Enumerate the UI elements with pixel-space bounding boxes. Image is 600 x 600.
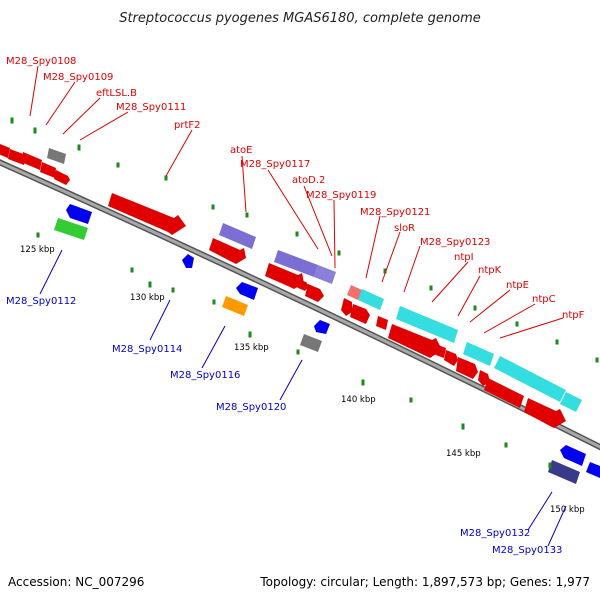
gene-M28_Spy0123[interactable] <box>396 306 458 343</box>
label-M28_Spy0123[interactable]: M28_Spy0123 <box>420 237 490 248</box>
gene-arrow[interactable] <box>182 254 194 268</box>
map-title: Streptococcus pyogenes MGAS6180, complet… <box>119 11 481 26</box>
gene-arrow[interactable] <box>314 320 330 334</box>
scale-label-150: 150 kbp <box>550 505 585 515</box>
gene-M28_Spy0112[interactable] <box>54 218 88 240</box>
label-sloR[interactable]: sloR <box>394 223 415 234</box>
gene-arrow[interactable] <box>428 342 446 358</box>
gene-ntpI[interactable] <box>463 342 494 366</box>
scale-ticks <box>10 117 599 469</box>
label-M28_Spy0109[interactable]: M28_Spy0109 <box>43 72 113 83</box>
gene-arrow[interactable] <box>21 152 42 170</box>
gene-atoD.2[interactable] <box>314 265 336 284</box>
label-ntpC[interactable]: ntpC <box>532 294 556 305</box>
gene-M28_Spy0133[interactable] <box>586 462 600 478</box>
gene-prtF2[interactable] <box>108 193 186 235</box>
label-prtF2[interactable]: prtF2 <box>174 120 201 131</box>
label-ntpF[interactable]: ntpF <box>562 310 585 321</box>
gene-arrow[interactable] <box>305 284 324 302</box>
label-M28_Spy0116[interactable]: M28_Spy0116 <box>170 370 240 381</box>
forward-label-leaders <box>29 65 564 339</box>
gene-arrow[interactable] <box>54 170 70 185</box>
scale-label-140: 140 kbp <box>341 395 376 405</box>
label-M28_Spy0112[interactable]: M28_Spy0112 <box>6 296 76 307</box>
forward-strand-features <box>0 144 582 428</box>
label-M28_Spy0114[interactable]: M28_Spy0114 <box>112 344 182 355</box>
gene-atoE[interactable] <box>219 223 256 249</box>
gene-arrow[interactable] <box>0 144 10 158</box>
scale-label-125: 125 kbp <box>20 245 55 255</box>
gene-arrow[interactable] <box>209 238 246 264</box>
accession-text: Accession: NC_007296 <box>8 575 144 589</box>
label-ntpE[interactable]: ntpE <box>506 280 529 291</box>
label-M28_Spy0133[interactable]: M28_Spy0133 <box>492 545 562 556</box>
scale-label-145: 145 kbp <box>446 449 481 459</box>
label-M28_Spy0120[interactable]: M28_Spy0120 <box>216 402 286 413</box>
gene-M28_Spy0120[interactable] <box>300 334 322 352</box>
gene-sloR[interactable] <box>358 289 384 310</box>
label-M28_Spy0117[interactable]: M28_Spy0117 <box>240 159 310 170</box>
gene-ntpF[interactable] <box>560 392 582 412</box>
gene-arrow[interactable] <box>484 378 524 408</box>
gene-M28_Spy0116[interactable] <box>222 296 248 316</box>
label-ntpI[interactable]: ntpI <box>454 252 474 263</box>
gene-M28_Spy0112-arrow[interactable] <box>66 204 92 224</box>
gene-gray[interactable] <box>47 148 66 164</box>
gene-arrow[interactable] <box>444 350 458 366</box>
label-M28_Spy0119[interactable]: M28_Spy0119 <box>306 190 376 201</box>
label-M28_Spy0132[interactable]: M28_Spy0132 <box>460 528 530 539</box>
label-M28_Spy0108[interactable]: M28_Spy0108 <box>6 56 76 67</box>
scale-label-135: 135 kbp <box>234 343 269 353</box>
gene-ntpC[interactable] <box>494 356 566 402</box>
gene-arrow[interactable] <box>236 282 258 300</box>
genome-stats-text: Topology: circular; Length: 1,897,573 bp… <box>259 575 590 589</box>
scale-label-130: 130 kbp <box>130 293 165 303</box>
label-M28_Spy0111[interactable]: M28_Spy0111 <box>116 102 186 113</box>
label-atoE[interactable]: atoE <box>230 145 253 156</box>
gene-arrow[interactable] <box>265 263 304 289</box>
label-M28_Spy0121[interactable]: M28_Spy0121 <box>360 207 430 218</box>
gene-arrow[interactable] <box>296 279 309 291</box>
gene-M28_Spy0132-arrow[interactable] <box>560 445 586 466</box>
label-atoD.2[interactable]: atoD.2 <box>292 175 325 186</box>
gene-M28_Spy0117[interactable] <box>274 250 318 277</box>
gene-arrow[interactable] <box>456 357 478 379</box>
gene-M28_Spy0132[interactable] <box>548 460 580 484</box>
gene-arrow[interactable] <box>376 316 388 330</box>
label-eftLSL.B[interactable]: eftLSL.B <box>96 88 137 99</box>
gene-arrow[interactable] <box>341 298 352 316</box>
gene-arrow[interactable] <box>40 162 56 178</box>
gene-arrow[interactable] <box>350 304 370 324</box>
reverse-strand-features <box>54 204 600 484</box>
reverse-label-leaders <box>39 249 567 547</box>
genome-backbone <box>0 160 600 449</box>
gene-pink[interactable] <box>347 285 362 300</box>
gene-arrow[interactable] <box>524 398 566 428</box>
label-ntpK[interactable]: ntpK <box>478 265 502 276</box>
